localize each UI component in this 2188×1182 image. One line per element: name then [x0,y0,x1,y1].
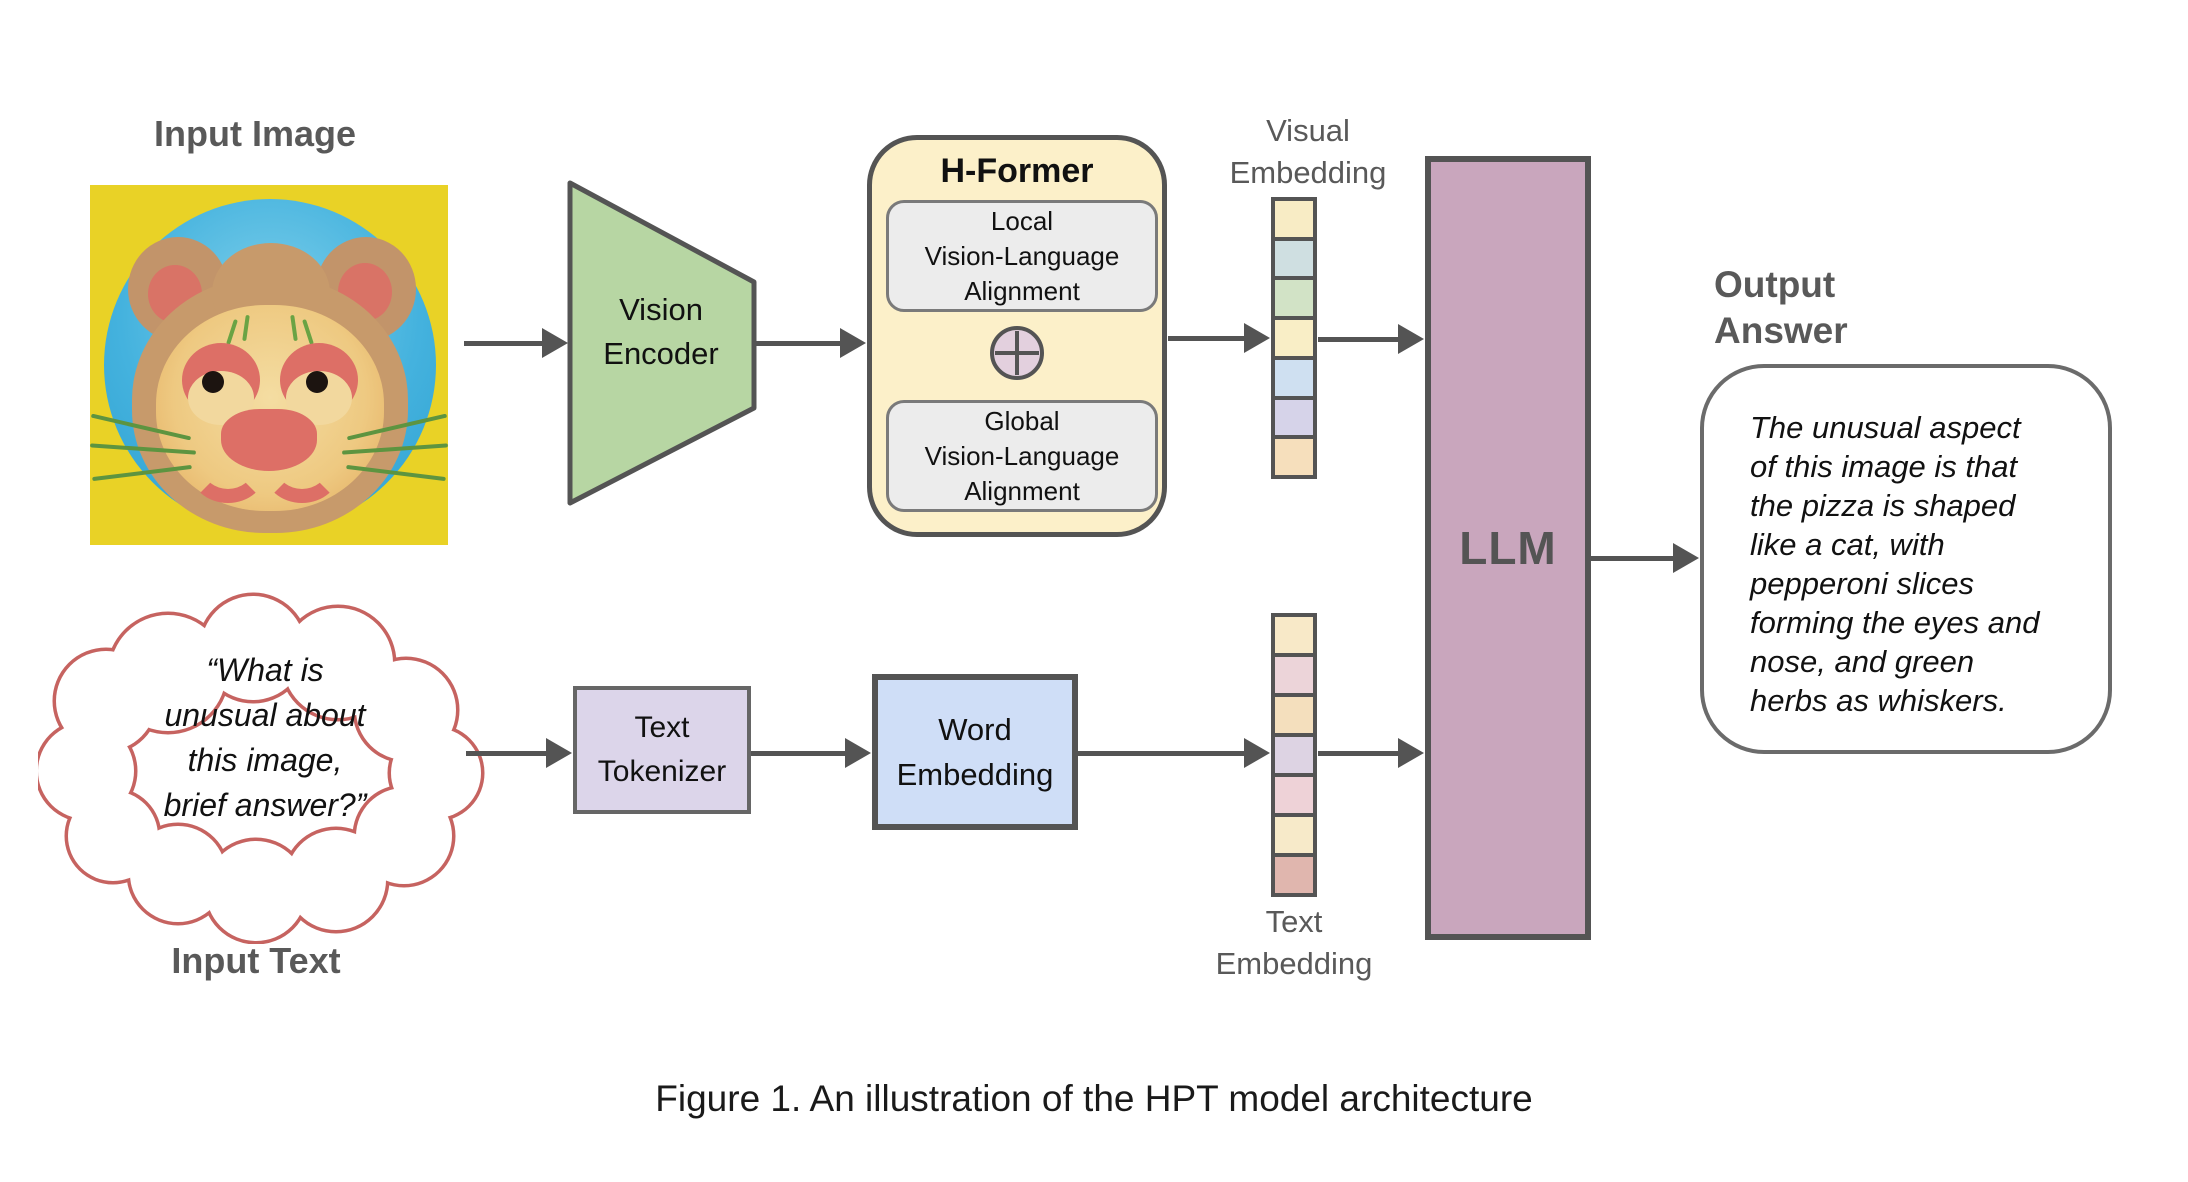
output-answer-text: The unusual aspect of this image is that… [1750,410,2040,718]
arrow-head [840,328,866,358]
arrow-vision-encoder-to-hformer [754,328,866,358]
pepperoni-mouth-right [264,437,340,503]
arrow-shaft [466,750,552,756]
global-alignment-block: Global Vision-Language Alignment [886,400,1158,512]
arrow-head [1673,543,1699,573]
arrow-shaft [1591,555,1679,561]
arrow-shaft [464,340,548,346]
embedding-cell [1275,773,1313,813]
llm-block: LLM [1425,156,1591,940]
embedding-cell [1275,617,1313,653]
visual-embedding-column [1271,197,1317,479]
embedding-cell [1275,355,1313,396]
hformer-block: H-Former Local Vision-Language Alignment… [867,135,1167,537]
embedding-cell [1275,395,1313,436]
input-text-cloud [38,592,485,944]
embedding-cell [1275,236,1313,277]
arrow-head [1398,324,1424,354]
arrow-head [542,328,568,358]
cloud-outline [38,592,485,944]
figure-caption: Figure 1. An illustration of the HPT mod… [655,1078,1533,1119]
arrow-shaft [754,340,846,346]
arrow-shaft [1168,335,1250,341]
text-tokenizer-block: Text Tokenizer [573,686,751,814]
output-answer-bubble: The unusual aspect of this image is that… [1700,364,2112,754]
embedding-cell [1275,435,1313,476]
arrow-visual-embedding-to-llm [1318,324,1424,354]
arrow-shaft [1318,750,1404,756]
arrow-head [1244,738,1270,768]
arrow-shaft [751,750,851,756]
output-answer-label: Output Answer [1714,264,1848,351]
text-embedding-column [1271,613,1317,897]
arrow-head [546,738,572,768]
arrow-shaft [1318,336,1404,342]
visual-embedding-label: Visual Embedding [1229,113,1387,190]
embedding-cell [1275,813,1313,853]
input-image-label: Input Image [153,113,356,154]
arrow-hformer-to-visual-embedding [1168,323,1270,353]
embedding-cell [1275,201,1313,237]
arrow-llm-to-output [1591,543,1699,573]
arrow-input-image-to-vision-encoder [464,328,568,358]
arrow-input-text-to-tokenizer [466,738,572,768]
llm-label: LLM [1459,522,1557,574]
vision-encoder-label: Vision Encoder [603,292,719,371]
word-embedding-block: Word Embedding [872,674,1078,830]
arrow-text-embedding-to-llm [1318,738,1424,768]
input-image [90,185,448,545]
arrow-head [845,738,871,768]
embedding-cell [1275,276,1313,317]
embedding-cell [1275,653,1313,693]
circled-plus-icon [990,326,1044,380]
olive-eye-right [306,371,328,393]
arrow-head [1398,738,1424,768]
text-embedding-label: Text Embedding [1215,904,1373,981]
olive-eye-left [202,371,224,393]
embedding-cell [1275,693,1313,733]
arrow-head [1244,323,1270,353]
vision-encoder [567,180,757,506]
arrow-word-embedding-to-text-embedding [1078,738,1270,768]
local-alignment-block: Local Vision-Language Alignment [886,200,1158,312]
embedding-cell [1275,853,1313,893]
input-text-label: Input Text [171,940,341,981]
arrow-tokenizer-to-word-embedding [751,738,871,768]
plus-cross-vertical [1015,331,1019,375]
pepperoni-mouth-left [190,437,266,503]
embedding-cell [1275,316,1313,356]
hformer-title: H-Former [940,152,1094,190]
vision-encoder-trapezoid [567,180,757,506]
input-text-question: “What is unusual about this image, brief… [163,652,367,823]
arrow-shaft [1078,750,1250,756]
embedding-cell [1275,733,1313,773]
